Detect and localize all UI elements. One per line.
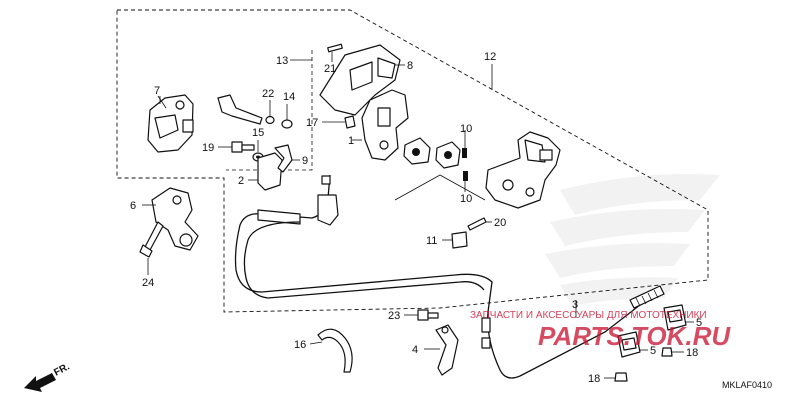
part-18-screw-upper xyxy=(661,347,684,357)
callout-20: 20 xyxy=(494,217,506,229)
leader-lines xyxy=(159,59,493,104)
front-arrow-icon xyxy=(24,373,56,392)
latch-rotor-left xyxy=(403,137,431,165)
part-6-bracket xyxy=(142,187,199,251)
part-9-spring xyxy=(274,144,300,173)
cable-ferrule xyxy=(481,317,491,349)
diagram-code: MKLAF0410 xyxy=(722,380,772,390)
callout-8: 8 xyxy=(407,60,413,72)
callout-5b: 5 xyxy=(650,345,656,357)
part-22-washer xyxy=(265,100,275,125)
callout-18b: 18 xyxy=(588,373,600,385)
callout-15: 15 xyxy=(252,127,264,139)
callout-labels: 1 2 3 4 5 5 6 7 8 9 10 10 11 12 13 14 15… xyxy=(130,51,702,385)
part-10-spring-lower xyxy=(463,171,468,192)
callout-19: 19 xyxy=(202,142,214,154)
part-7-lock-housing xyxy=(147,94,194,153)
latch-rotor-right xyxy=(435,141,461,169)
part-8-handle-cover xyxy=(319,44,405,116)
part-5-clip-upper xyxy=(663,304,694,331)
watermark-brand: PARTS.TOK.RU xyxy=(538,321,731,351)
part-19-bolt xyxy=(218,141,255,153)
part-2-switch xyxy=(248,152,283,191)
callout-13: 13 xyxy=(276,55,288,67)
assembly-outline xyxy=(116,9,709,313)
callout-12: 12 xyxy=(484,51,496,63)
part-21-pin xyxy=(327,43,343,62)
part-1-latch-body xyxy=(352,89,409,161)
part-16-clamp xyxy=(309,328,353,373)
part-23-bolt xyxy=(404,309,439,321)
callout-5a: 5 xyxy=(696,317,702,329)
cable-outer xyxy=(243,221,485,299)
callout-22: 22 xyxy=(262,88,274,100)
part-12-latch-assembly xyxy=(485,131,561,209)
callout-10b: 10 xyxy=(460,193,472,205)
callout-2: 2 xyxy=(238,175,244,187)
part-24-bolt xyxy=(139,221,164,275)
cable-inner xyxy=(234,174,641,379)
callout-11: 11 xyxy=(426,235,437,247)
watermark-tagline: ЗАПЧАСТИ И АКСЕССУАРЫ ДЛЯ МОТОТЕХНИКИ xyxy=(470,310,707,321)
part-20-bolt xyxy=(467,217,492,231)
part-17-spring xyxy=(322,115,356,129)
callout-24: 24 xyxy=(142,277,154,289)
callout-10a: 10 xyxy=(460,123,472,135)
callout-3: 3 xyxy=(572,299,578,311)
callout-21: 21 xyxy=(324,63,336,75)
callout-16: 16 xyxy=(294,339,306,351)
front-direction-label: FR. xyxy=(52,361,72,378)
part-3-cable-end xyxy=(575,285,665,318)
wing-watermark-icon xyxy=(545,174,720,306)
callout-9: 9 xyxy=(302,155,308,167)
callout-14: 14 xyxy=(283,91,295,103)
part-10-spring-upper xyxy=(462,130,467,158)
callout-17: 17 xyxy=(306,117,318,129)
callout-1: 1 xyxy=(348,135,354,147)
subassembly-outline xyxy=(226,50,313,171)
callout-4: 4 xyxy=(412,344,418,356)
callout-7: 7 xyxy=(154,85,160,97)
part-14-washer xyxy=(281,104,293,129)
callout-18a: 18 xyxy=(686,347,698,359)
callout-23: 23 xyxy=(388,310,400,322)
part-11-clip xyxy=(442,231,468,249)
part-5-clip-lower xyxy=(617,331,648,358)
part-18-screw-lower xyxy=(604,372,628,382)
callout-6: 6 xyxy=(130,200,136,212)
part-4-bracket xyxy=(424,324,459,376)
lever-arm xyxy=(217,94,263,125)
